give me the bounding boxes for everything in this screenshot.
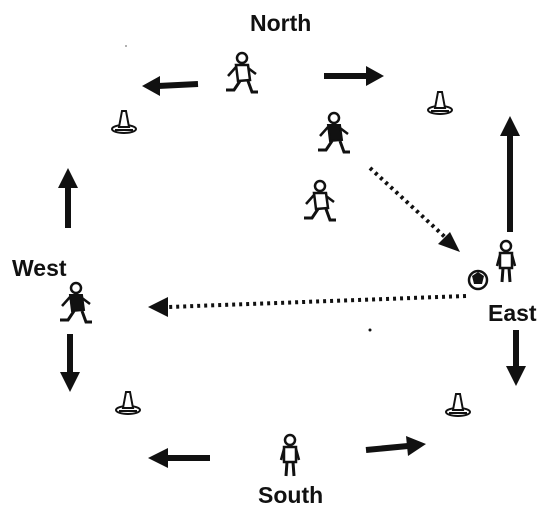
label-south: South (258, 482, 324, 508)
player-west (58, 281, 94, 324)
player-north (224, 51, 260, 94)
speck (368, 328, 372, 332)
arrow-west-down (60, 334, 80, 392)
arrow-east-up (500, 116, 520, 232)
ball-icon (467, 269, 489, 291)
arrow-south-left (148, 448, 210, 468)
arrow-north-right (324, 66, 384, 86)
arrow-east-down (506, 330, 526, 386)
cone-bottom-right (445, 393, 471, 417)
arrow-north-left (142, 76, 199, 96)
player-south (279, 433, 301, 478)
player-center-filled (316, 111, 352, 154)
arrow-west-up (58, 168, 78, 228)
player-east (495, 239, 517, 284)
label-north: North (250, 10, 312, 36)
dotted-pass-arrow-horizontal (148, 294, 467, 317)
cone-bottom-left (115, 391, 141, 415)
dotted-pass-arrow-diagonal (368, 166, 460, 252)
player-center-outline (302, 179, 338, 222)
cone-top-right (427, 91, 453, 115)
label-west: West (12, 255, 67, 281)
cone-top-left (111, 110, 137, 134)
speck (125, 45, 127, 47)
label-east: East (488, 300, 537, 326)
arrow-south-right (365, 436, 426, 456)
